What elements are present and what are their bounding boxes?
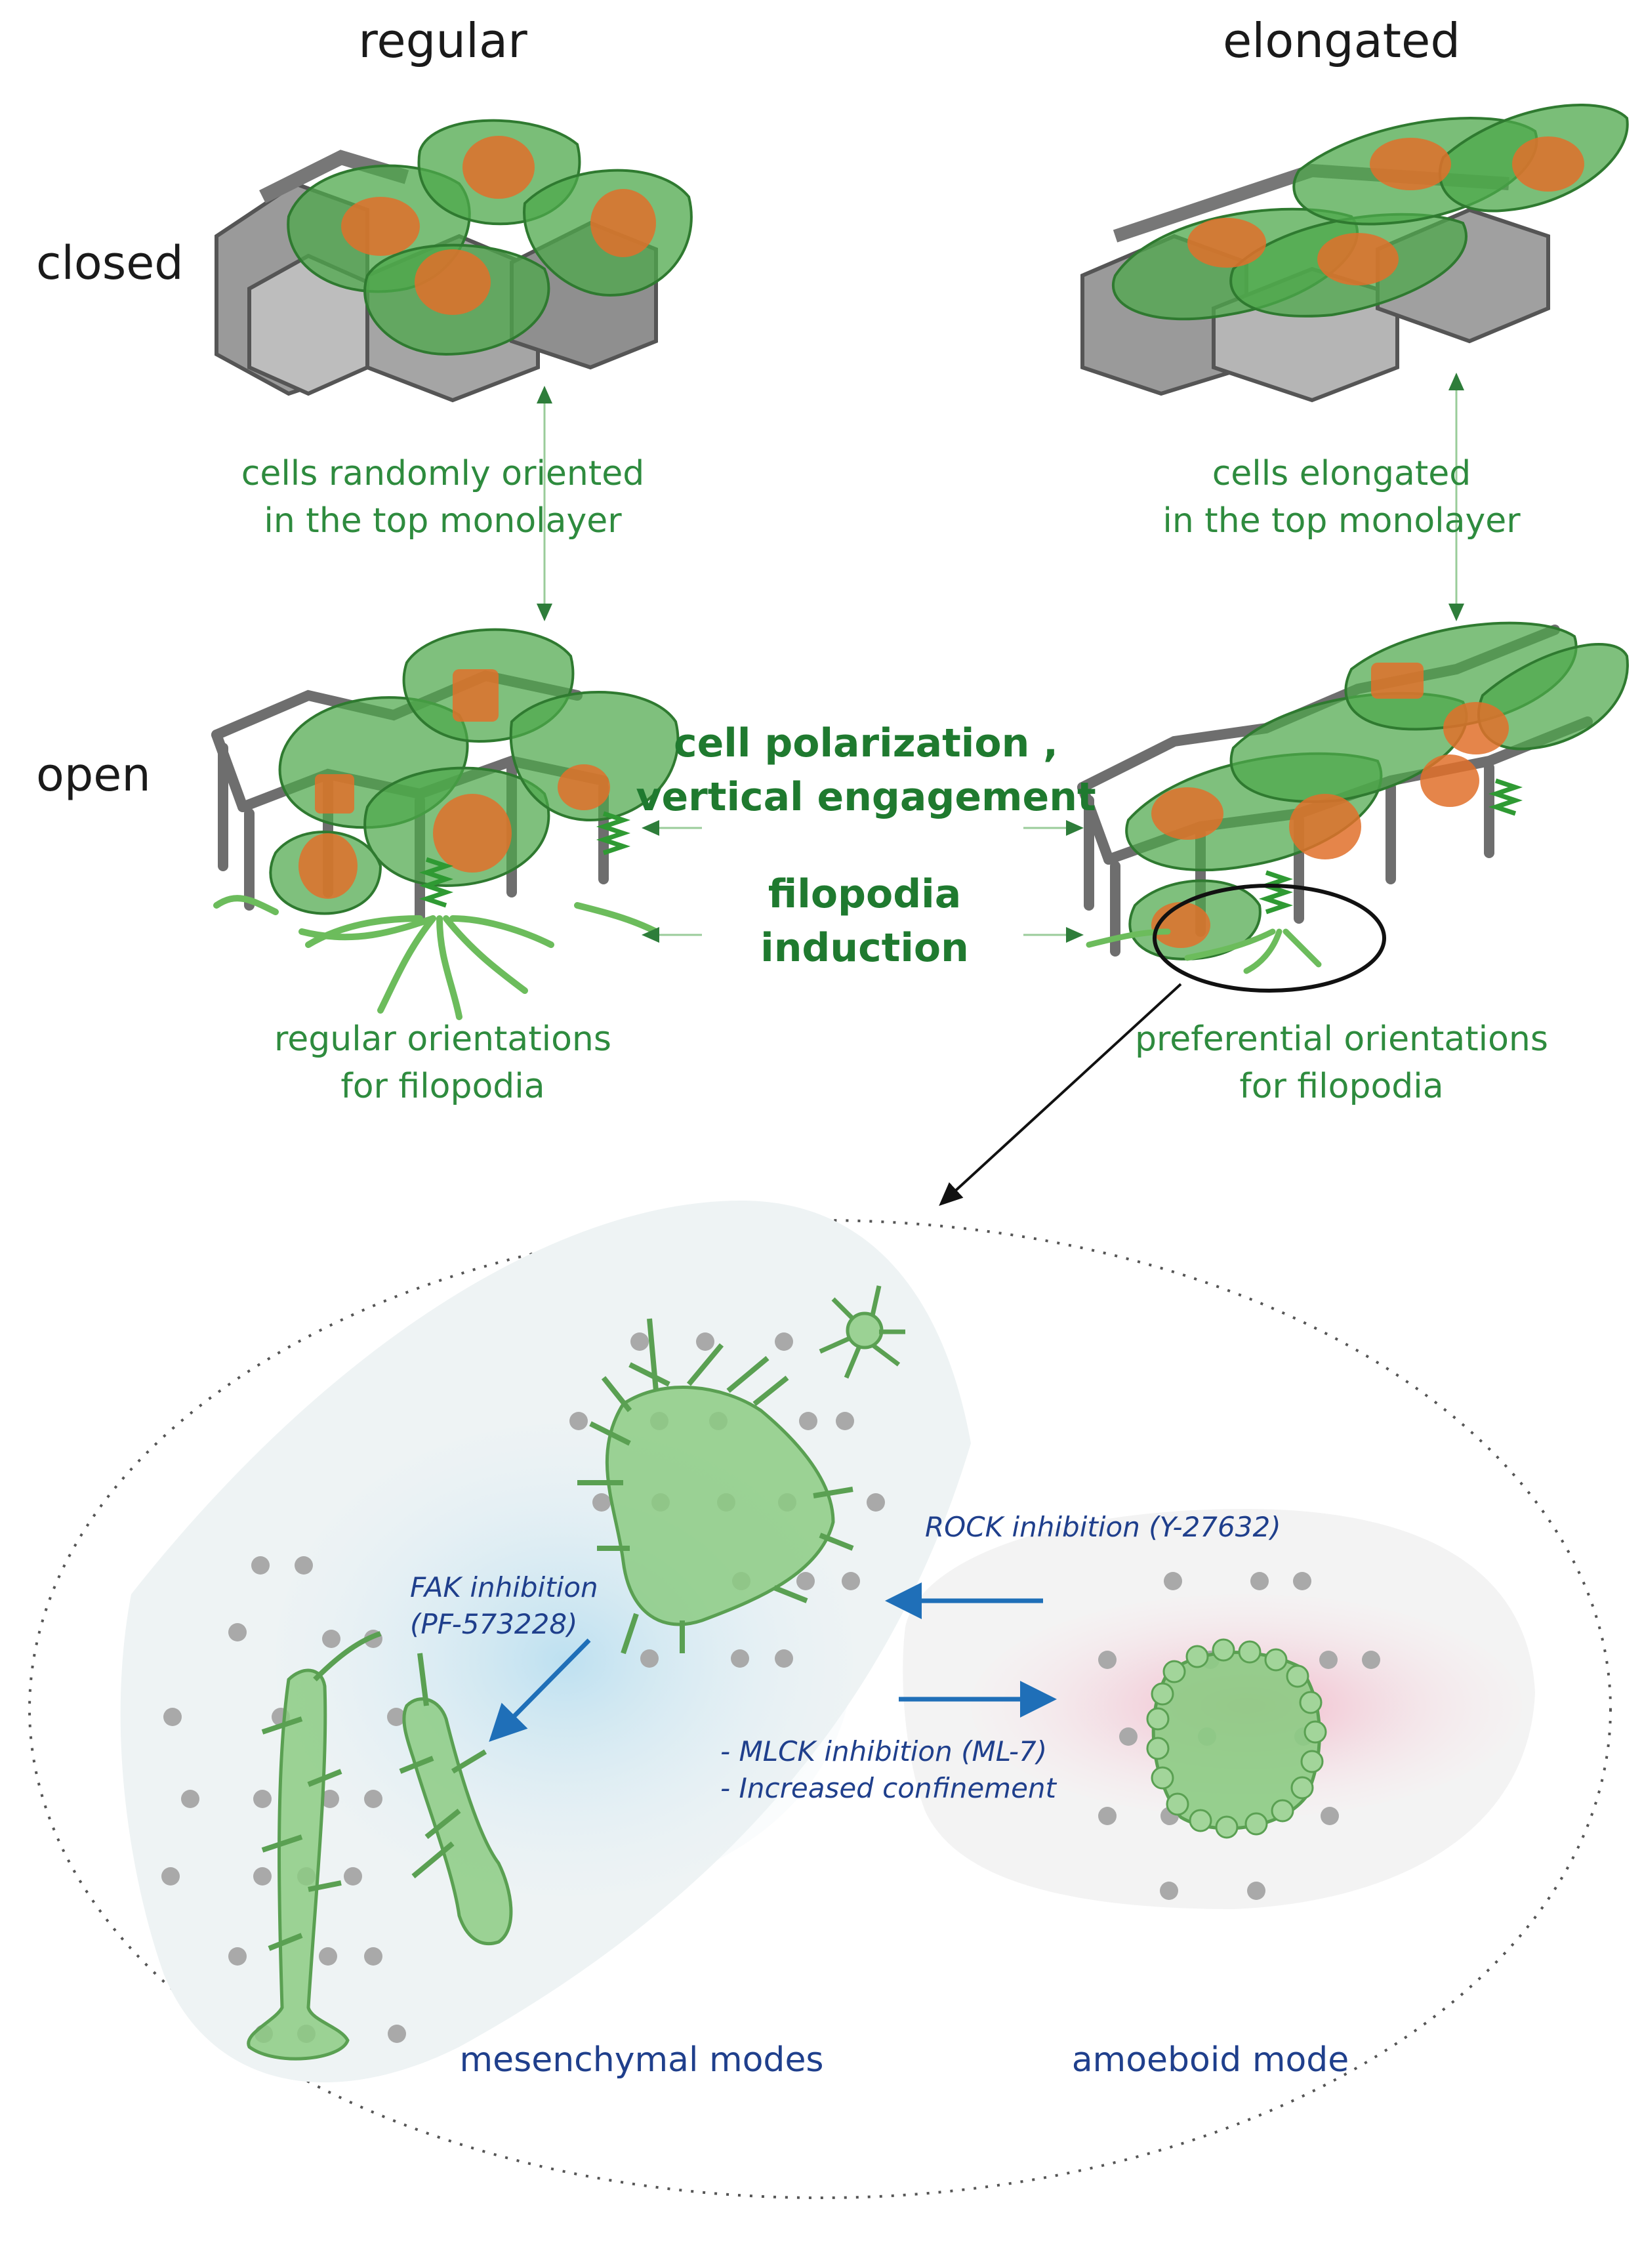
filopodia-regular <box>213 895 659 1020</box>
column-label-elongated: elongated <box>1222 13 1461 68</box>
mesenchymal-cell-large <box>577 1318 854 1655</box>
nuclei-elongated-open <box>1151 663 1509 948</box>
mesenchymal-cell-small <box>819 1285 905 1379</box>
note-line: cells randomly oriented <box>241 454 645 493</box>
label-line: cell polarization , <box>674 720 1058 766</box>
label-fak-inhibition: FAK inhibition (PF-573228) <box>410 1569 598 1643</box>
filopodia-elongated <box>1086 928 1322 974</box>
note-cells-elongated: cells elongated in the top monolayer <box>1162 450 1520 545</box>
label-mesenchymal-modes: mesenchymal modes <box>459 2040 824 2080</box>
spring-icon <box>419 811 631 908</box>
note-line: for filopodia <box>340 1067 545 1106</box>
nuclei-elongated-closed <box>1187 136 1584 285</box>
mesenchymal-cell-elongated-1 <box>247 1631 382 2061</box>
label-mlck-inhibition: - MLCK inhibition (ML-7) - Increased con… <box>720 1733 1056 1807</box>
ellipse-highlight-icon <box>1153 884 1386 993</box>
label-rock-inhibition: ROCK inhibition (Y-27632) <box>925 1511 1281 1543</box>
row-label-closed: closed <box>36 236 184 290</box>
label-line: (PF-573228) <box>410 1608 578 1640</box>
note-line: preferential orientations <box>1135 1020 1548 1059</box>
mesenchymal-cell-elongated-2 <box>399 1653 513 1946</box>
label-line: - Increased confinement <box>720 1772 1057 1804</box>
note-line: in the top monolayer <box>1162 501 1521 541</box>
note-line: regular orientations <box>274 1020 611 1059</box>
inset-boundary <box>28 1219 1612 2199</box>
label-line: vertical engagement <box>636 774 1096 820</box>
note-regular-orientations: regular orientations for filopodia <box>274 1016 611 1110</box>
row-label-open: open <box>36 748 151 802</box>
note-line: in the top monolayer <box>264 501 622 541</box>
zoom-arrow <box>939 983 1182 1206</box>
label-cell-polarization: cell polarization , vertical engagement <box>636 716 1096 824</box>
spring-icon <box>1258 778 1523 915</box>
label-line: FAK inhibition <box>410 1571 598 1603</box>
amoeboid-cell <box>1146 1638 1327 1839</box>
label-filopodia-induction: filopodia induction <box>760 867 969 975</box>
note-line: cells elongated <box>1212 454 1471 493</box>
label-line: induction <box>760 925 969 971</box>
label-line: - MLCK inhibition (ML-7) <box>720 1735 1048 1767</box>
fak-arrow <box>489 1638 591 1742</box>
nuclei-regular-closed <box>341 136 656 315</box>
nuclei-regular-open <box>298 669 610 899</box>
cells-elongated-open <box>1125 621 1629 960</box>
note-preferential-orientations: preferential orientations for filopodia <box>1135 1016 1548 1110</box>
label-amoeboid-mode: amoeboid mode <box>1071 2040 1349 2080</box>
note-line: for filopodia <box>1239 1067 1444 1106</box>
label-line: filopodia <box>768 871 962 917</box>
column-label-regular: regular <box>358 13 527 68</box>
note-cells-random: cells randomly oriented in the top monol… <box>241 450 645 545</box>
cells-regular-closed <box>287 119 693 356</box>
